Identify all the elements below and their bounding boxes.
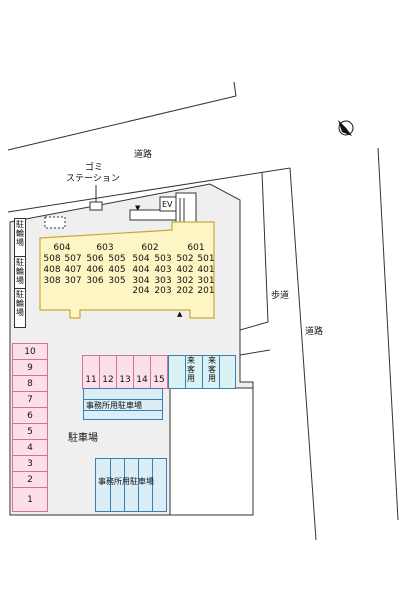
unit-number: 203	[154, 286, 172, 296]
unit-number: 202	[176, 286, 194, 296]
road-label-right: 道路	[305, 327, 324, 337]
apartment-building	[39, 221, 215, 319]
unit-number: 402	[176, 265, 194, 275]
unit-number: 604	[53, 243, 71, 253]
office-parking-horizontal	[83, 388, 163, 420]
unit-number: 304	[132, 276, 150, 286]
unit-number: 201	[197, 286, 215, 296]
parking-space: 14	[133, 355, 151, 389]
stair-box	[175, 192, 197, 224]
garbage-label-2: ステーション	[66, 174, 120, 184]
unit-number: 401	[197, 265, 215, 275]
unit-number: 505	[108, 254, 126, 264]
visitor-parking-label-1: 来客用	[187, 356, 195, 383]
unit-number: 407	[64, 265, 82, 275]
parking-space: 7	[12, 391, 48, 408]
unit-number: 601	[187, 243, 205, 253]
north-arrow-icon	[338, 120, 354, 136]
bicycle-parking-2: 駐輪場	[14, 256, 26, 294]
parking-space: 1	[12, 487, 48, 512]
road-edge-right-1	[289, 167, 317, 541]
unit-number: 306	[86, 276, 104, 286]
parking-space: 2	[12, 471, 48, 488]
parking-space: 5	[12, 423, 48, 440]
sidewalk-cut-1	[239, 321, 269, 331]
road-edge-top-far	[7, 95, 237, 151]
parking-space: 13	[116, 355, 134, 389]
unit-number: 303	[154, 276, 172, 286]
bicycle-parking-3: 駐輪場	[14, 288, 26, 328]
road-edge-top-corner	[233, 81, 237, 97]
unit-number: 504	[132, 254, 150, 264]
unit-number: 408	[43, 265, 61, 275]
sidewalk-label: 歩道	[271, 291, 290, 301]
unit-number: 403	[154, 265, 172, 275]
sidewalk-cut-2	[239, 349, 271, 356]
unit-number: 508	[43, 254, 61, 264]
unit-number: 501	[197, 254, 215, 264]
garbage-station-box	[89, 201, 103, 211]
unit-number: 506	[86, 254, 104, 264]
unit-number: 308	[43, 276, 61, 286]
unit-number: 502	[176, 254, 194, 264]
office-parking-label-1: 事務所用駐車場	[86, 401, 142, 410]
road-edge-top-near	[7, 167, 291, 213]
entrance-mark-top: ▼	[135, 204, 141, 212]
road-edge-right-2	[377, 147, 399, 521]
parking-space: 12	[99, 355, 117, 389]
unit-number: 406	[86, 265, 104, 275]
ev-label: EV	[162, 200, 173, 209]
unit-number: 503	[154, 254, 172, 264]
storage-dashed-box	[44, 216, 66, 229]
office-parking-label-2: 事務所用駐車場	[98, 477, 154, 486]
parking-space: 15	[150, 355, 168, 389]
parking-space: 10	[12, 343, 48, 360]
unit-number: 602	[141, 243, 159, 253]
entrance-mark-bottom: ▲	[177, 310, 183, 318]
parking-space: 4	[12, 439, 48, 456]
unit-number: 507	[64, 254, 82, 264]
unit-number: 404	[132, 265, 150, 275]
unit-number: 405	[108, 265, 126, 275]
office-parking-vertical	[95, 458, 167, 512]
road-label-top: 道路	[134, 150, 153, 160]
parking-space: 6	[12, 407, 48, 424]
unit-number: 603	[96, 243, 114, 253]
bicycle-parking-1: 駐輪場	[14, 218, 26, 257]
garbage-label-1: ゴミ	[85, 163, 104, 173]
unit-number: 301	[197, 276, 215, 286]
lot-white-area	[169, 387, 254, 516]
parking-space: 3	[12, 455, 48, 472]
unit-number: 204	[132, 286, 150, 296]
visitor-parking-area	[168, 355, 236, 389]
unit-number: 305	[108, 276, 126, 286]
parking-space: 11	[82, 355, 100, 389]
parking-space: 8	[12, 375, 48, 392]
parking-space: 9	[12, 359, 48, 376]
parking-lot-label: 駐車場	[68, 433, 98, 444]
unit-number: 302	[176, 276, 194, 286]
sidewalk-edge	[261, 171, 269, 323]
unit-number: 307	[64, 276, 82, 286]
visitor-parking-label-2: 来客用	[208, 356, 216, 383]
